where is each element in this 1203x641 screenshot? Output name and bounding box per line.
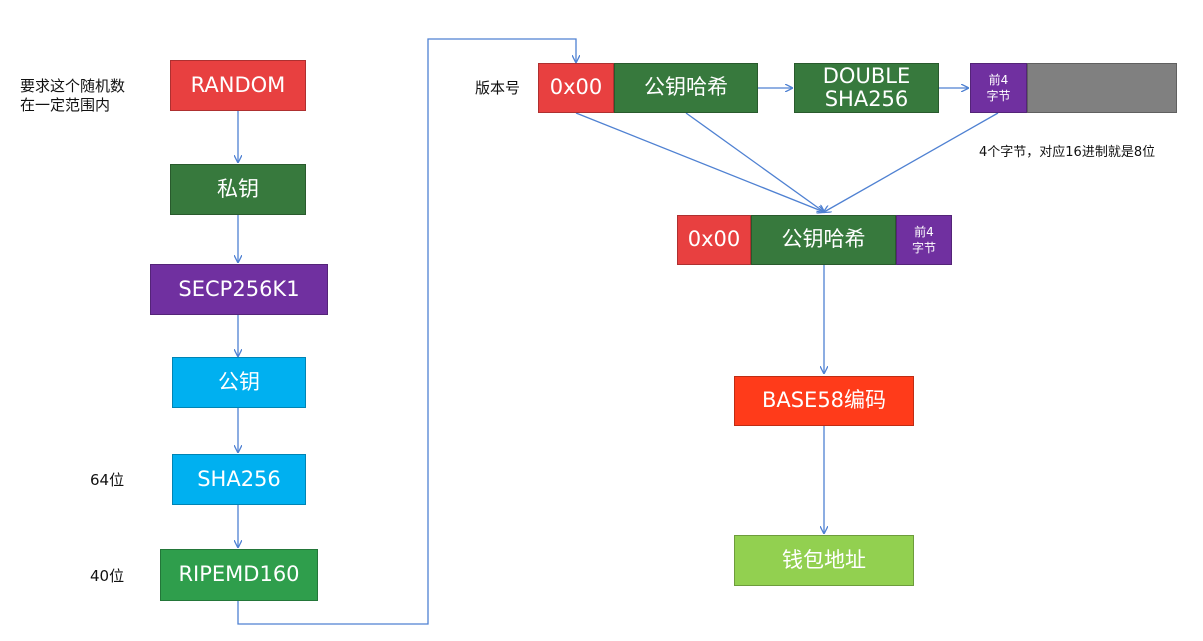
random-note-line1: 要求这个随机数 [20,77,126,95]
first4-line2: 字节 [986,89,1011,103]
double-sha-line2: SHA256 [824,87,909,111]
sha256-bits-note: 64位 [90,471,125,489]
combined-checksum-node: 前4 字节 [896,215,952,265]
first4-bytes-node: 前4 字节 [970,63,1027,113]
random-range-note: 要求这个随机数 在一定范围内 [20,77,125,115]
pubkey-hash-node: 公钥哈希 [614,63,758,113]
public-key-node: 公钥 [172,357,306,408]
combined-version-node: 0x00 [677,215,751,265]
checksum-line1: 前4 [914,224,934,239]
secp256k1-node: SECP256K1 [150,264,328,315]
version-label: 版本号 [475,79,521,97]
double-sha256-node: DOUBLE SHA256 [794,63,939,113]
arrow-ripemd-to-version [237,38,576,625]
ripemd160-node: RIPEMD160 [160,549,318,601]
private-key-node: 私钥 [170,164,306,215]
remaining-bytes-node [1027,63,1177,113]
ripemd-bits-note: 40位 [90,567,125,585]
version-byte-node: 0x00 [538,63,614,113]
double-sha-line1: DOUBLE [822,63,911,88]
arrow-hash-to-combined [685,112,824,212]
sha256-node: SHA256 [172,454,306,505]
checksum-description: 4个字节，对应16进制就是8位 [979,145,1156,160]
first4-line1: 前4 [988,72,1009,87]
base58-encoding-node: BASE58编码 [734,376,914,426]
checksum-line2: 字节 [911,241,936,255]
arrow-first4-to-combined [824,112,999,212]
arrow-version-to-combined [575,112,824,212]
combined-hash-node: 公钥哈希 [751,215,896,265]
random-note-line2: 在一定范围内 [20,95,111,114]
wallet-address-node: 钱包地址 [734,535,914,586]
random-node: RANDOM [170,60,306,111]
